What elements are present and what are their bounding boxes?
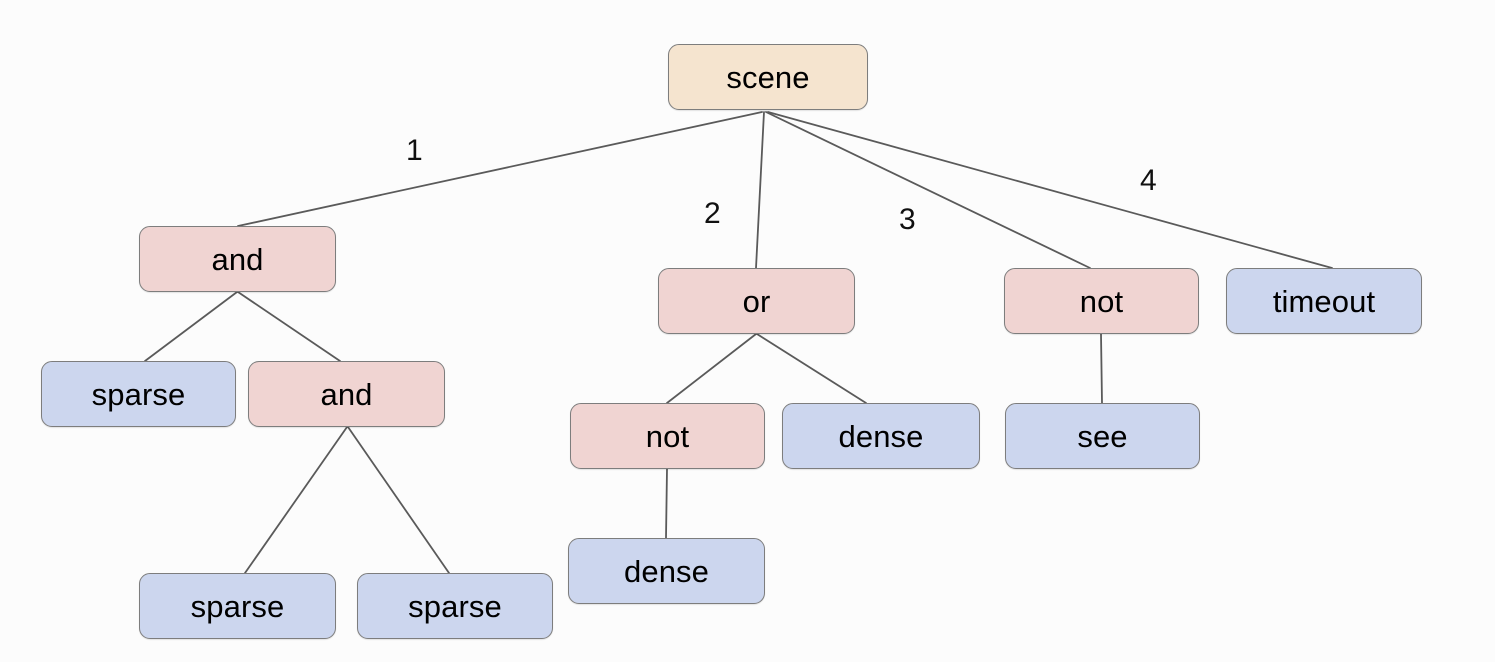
tree-node-sparse3[interactable]: sparse bbox=[357, 573, 553, 639]
tree-node-not2[interactable]: not bbox=[570, 403, 765, 469]
tree-node-label: and bbox=[211, 241, 264, 277]
tree-edge bbox=[755, 111, 765, 269]
tree-node-and2[interactable]: and bbox=[248, 361, 445, 427]
tree-edge bbox=[244, 426, 348, 574]
tree-node-label: not bbox=[1079, 283, 1124, 319]
tree-node-label: and bbox=[320, 376, 373, 412]
tree-node-label: not bbox=[645, 418, 690, 454]
tree-edge bbox=[237, 291, 341, 362]
tree-node-sparse2[interactable]: sparse bbox=[139, 573, 336, 639]
tree-edge bbox=[144, 291, 238, 362]
tree-node-label: dense bbox=[624, 553, 709, 589]
edge-label: 4 bbox=[1140, 164, 1157, 197]
tree-node-label: timeout bbox=[1272, 283, 1376, 319]
tree-edge bbox=[767, 111, 1333, 269]
edge-label: 1 bbox=[406, 134, 423, 167]
tree-edge bbox=[347, 426, 450, 574]
tree-node-label: sparse bbox=[408, 588, 502, 624]
tree-node-sparse1[interactable]: sparse bbox=[41, 361, 236, 427]
tree-node-label: scene bbox=[726, 59, 810, 95]
tree-edge bbox=[765, 111, 1091, 269]
tree-edge bbox=[237, 111, 763, 227]
tree-edge bbox=[666, 333, 757, 404]
tree-node-or1[interactable]: or bbox=[658, 268, 855, 334]
tree-edge bbox=[756, 333, 867, 404]
edge-label: 2 bbox=[704, 197, 721, 230]
tree-node-label: sparse bbox=[91, 376, 186, 412]
tree-node-label: dense bbox=[838, 418, 924, 454]
tree-node-label: see bbox=[1077, 418, 1128, 454]
tree-edge bbox=[1100, 333, 1103, 404]
tree-node-dense1[interactable]: dense bbox=[782, 403, 980, 469]
tree-node-label: sparse bbox=[190, 588, 285, 624]
edge-label: 3 bbox=[899, 203, 916, 236]
tree-node-not1[interactable]: not bbox=[1004, 268, 1199, 334]
tree-node-scene[interactable]: scene bbox=[668, 44, 868, 110]
tree-node-label: or bbox=[742, 283, 771, 319]
tree-node-timeout1[interactable]: timeout bbox=[1226, 268, 1422, 334]
tree-node-and1[interactable]: and bbox=[139, 226, 336, 292]
tree-node-see1[interactable]: see bbox=[1005, 403, 1200, 469]
tree-node-dense2[interactable]: dense bbox=[568, 538, 765, 604]
tree-edge bbox=[665, 468, 668, 539]
